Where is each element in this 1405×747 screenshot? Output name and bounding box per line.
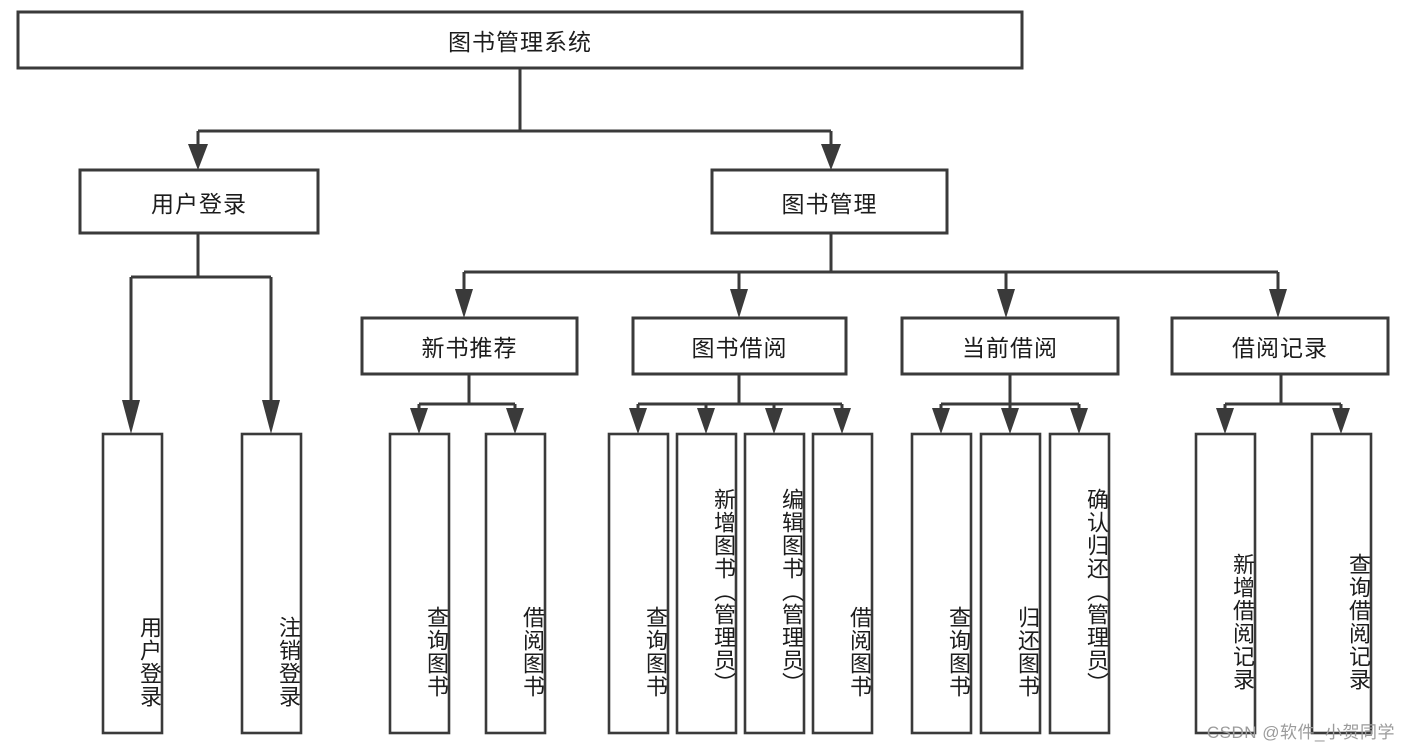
node-boxes: [16, 10, 1390, 735]
node-book-mgmt-box[interactable]: [710, 168, 949, 235]
node-current-box[interactable]: [900, 316, 1120, 376]
leaf-box-5[interactable]: [675, 432, 738, 735]
leaf-box-6[interactable]: [743, 432, 806, 735]
arrow-leaf-query-book-3: [932, 408, 950, 434]
node-borrow-box[interactable]: [631, 316, 848, 376]
arrow-leaf-logout: [262, 400, 280, 434]
arrow-newbook: [455, 289, 473, 318]
node-root-box[interactable]: [16, 10, 1024, 70]
leaf-box-7[interactable]: [811, 432, 874, 735]
arrow-user-login: [188, 144, 208, 170]
leaf-box-10[interactable]: [1048, 432, 1111, 735]
node-newbook-box[interactable]: [360, 316, 579, 376]
leaf-box-1[interactable]: [240, 432, 303, 735]
leaf-box-4[interactable]: [607, 432, 670, 735]
leaf-box-12[interactable]: [1310, 432, 1373, 735]
arrow-book-mgmt: [821, 144, 841, 170]
arrow-leaf-add-record: [1216, 408, 1234, 434]
arrow-leaf-edit-book: [765, 408, 783, 434]
arrow-leaf-borrow-book-2: [833, 408, 851, 434]
leaf-box-2[interactable]: [388, 432, 451, 735]
arrow-leaf-query-book-2: [629, 408, 647, 434]
arrow-leaf-user-login: [122, 400, 140, 434]
arrow-leaf-query-record: [1332, 408, 1350, 434]
arrow-leaf-borrow-book-1: [506, 408, 524, 434]
arrow-leaf-return-book: [1001, 408, 1019, 434]
leaf-box-8[interactable]: [910, 432, 973, 735]
arrow-borrow: [730, 289, 748, 318]
arrow-leaf-add-book: [697, 408, 715, 434]
node-record-box[interactable]: [1170, 316, 1390, 376]
leaf-box-3[interactable]: [484, 432, 547, 735]
node-user-login-box[interactable]: [78, 168, 320, 235]
csdn-watermark: CSDN @软件_小贺同学: [1206, 723, 1395, 742]
leaf-box-11[interactable]: [1194, 432, 1257, 735]
arrow-record: [1269, 289, 1287, 318]
connectors: [122, 68, 1350, 434]
leaf-box-9[interactable]: [979, 432, 1042, 735]
arrow-leaf-query-book-1: [410, 408, 428, 434]
arrow-leaf-confirm-return: [1070, 408, 1088, 434]
leaf-box-0[interactable]: [101, 432, 164, 735]
arrow-current: [997, 289, 1015, 318]
